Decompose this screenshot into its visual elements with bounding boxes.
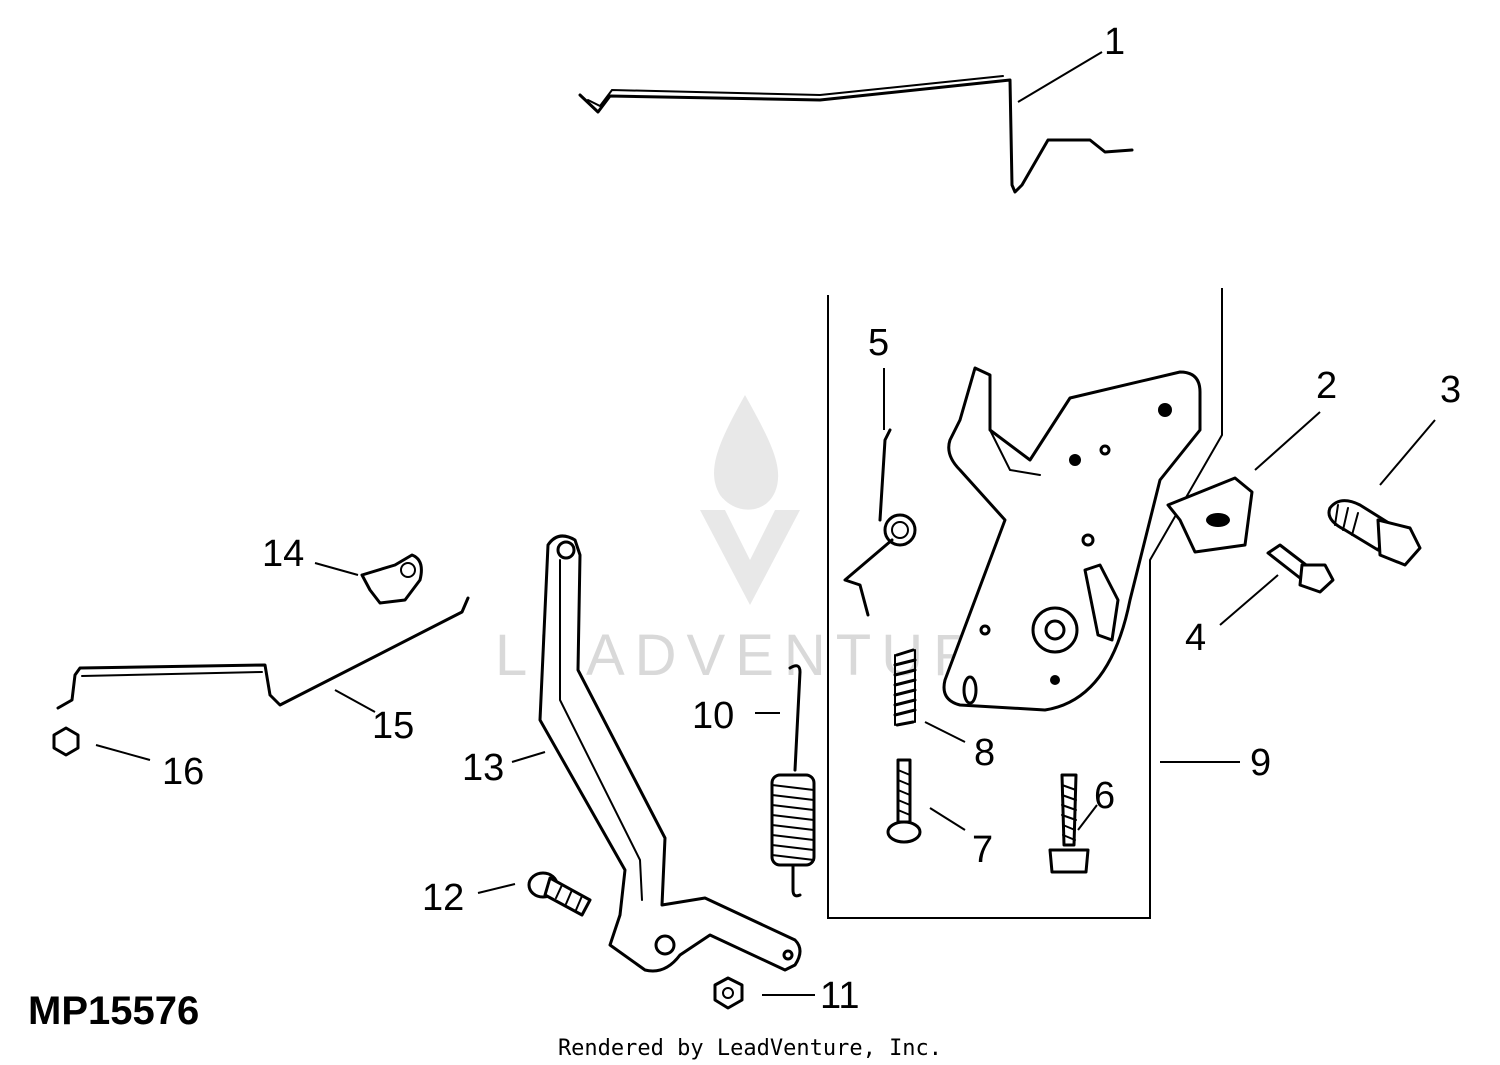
diagram-code: MP15576 <box>28 989 199 1033</box>
callout-9: 9 <box>1250 742 1271 784</box>
part-14-clip <box>360 553 423 605</box>
part-6-screw <box>1048 773 1090 874</box>
part-5-torsion-spring <box>843 428 917 617</box>
callout-1: 1 <box>1104 21 1125 63</box>
watermark-logo <box>700 395 800 605</box>
callout-8: 8 <box>974 732 995 774</box>
part-2-clip <box>1166 476 1254 554</box>
part-12-bolt <box>527 871 592 917</box>
part-7-screw <box>886 758 922 844</box>
callout-7: 7 <box>972 829 993 871</box>
callout-5: 5 <box>868 322 889 364</box>
callout-14: 14 <box>262 533 304 575</box>
callout-6: 6 <box>1094 775 1115 817</box>
callout-11: 11 <box>820 975 859 1017</box>
part-1-throttle-rod <box>578 75 1134 194</box>
part-15-rod <box>56 596 470 710</box>
part-13-lever <box>538 534 802 973</box>
leader-lines <box>95 51 1436 996</box>
part-8-compression-spring <box>893 648 917 727</box>
assembly-9-bracket <box>827 288 1223 919</box>
callout-2: 2 <box>1316 365 1337 407</box>
callouts: 1 2 3 4 5 6 7 8 9 10 11 12 13 14 15 16 <box>162 21 1461 1017</box>
callout-16: 16 <box>162 751 204 793</box>
callout-10: 10 <box>692 695 734 737</box>
callout-3: 3 <box>1440 369 1461 411</box>
part-4-bolt <box>1266 543 1335 594</box>
callout-12: 12 <box>422 877 464 919</box>
part-10-extension-spring <box>770 664 816 898</box>
part-16-nut <box>52 726 80 757</box>
callout-4: 4 <box>1185 617 1206 659</box>
part-3-bolt <box>1327 499 1422 567</box>
part-9-control-plate <box>942 366 1202 712</box>
callout-13: 13 <box>462 747 504 789</box>
part-11-nut <box>713 976 744 1010</box>
credit-text: Rendered by LeadVenture, Inc. <box>558 1036 942 1061</box>
callout-15: 15 <box>372 705 414 747</box>
